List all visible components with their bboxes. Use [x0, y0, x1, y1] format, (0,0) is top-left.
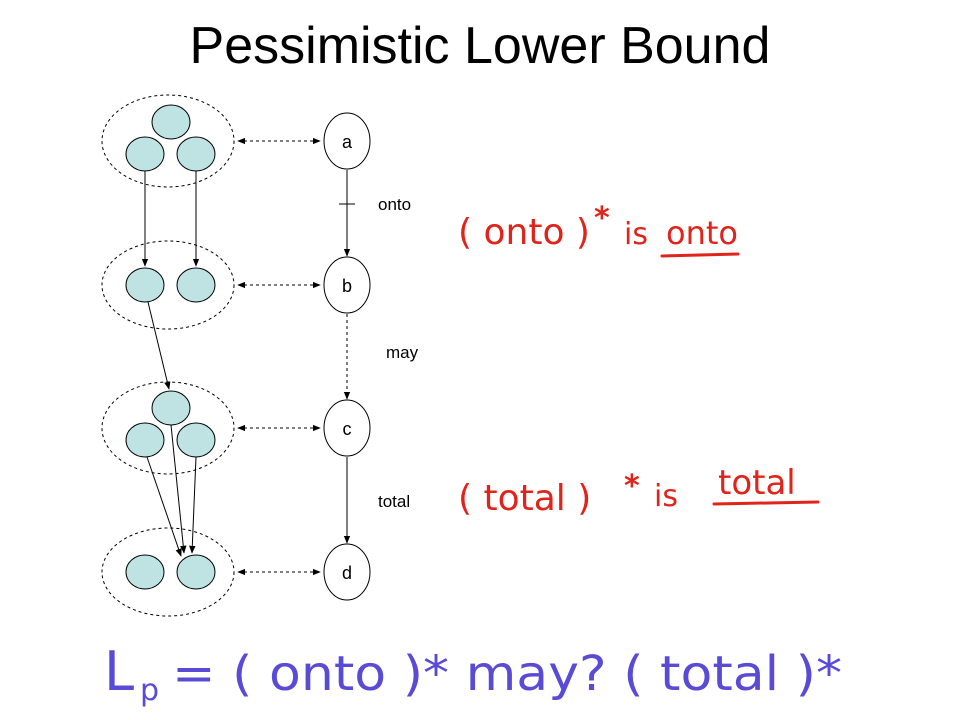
onto-annotation-is: is — [624, 217, 648, 252]
formula-subscript: p — [140, 673, 159, 708]
total-underline — [712, 500, 820, 506]
state-circle — [125, 136, 165, 172]
formula-body: = ( onto )* may? ( total )* — [172, 646, 842, 702]
state-circle — [176, 554, 216, 590]
node-label-c: c — [343, 419, 352, 439]
node-label-b: b — [342, 276, 352, 296]
group-ellipse-b — [101, 240, 235, 330]
concrete-edge — [170, 424, 187, 554]
concrete-edge — [147, 301, 171, 390]
onto-annotation-paren: ( onto ) — [458, 212, 590, 253]
state-circle — [151, 104, 191, 140]
state-circle — [125, 422, 165, 458]
total-annotation-is: is — [654, 479, 678, 514]
formula-annotation: L p = ( onto )* may? ( total )* — [104, 640, 842, 708]
node-label-d: d — [342, 563, 352, 583]
abstract-node-d — [323, 543, 371, 601]
formula-lhs: L — [104, 640, 134, 703]
group-ellipse-d — [101, 527, 235, 617]
edge-label-total: total — [378, 492, 410, 511]
concrete-edge — [146, 456, 182, 557]
slide-title: Pessimistic Lower Bound — [189, 17, 771, 75]
concrete-edge — [189, 456, 197, 554]
edge-label-may: may — [386, 343, 419, 362]
state-circle — [125, 267, 165, 303]
state-circle — [176, 267, 216, 303]
state-circle — [176, 136, 216, 172]
edge-label-onto: onto — [378, 195, 411, 214]
abstract-node-b — [323, 256, 371, 314]
onto-annotation-word: onto — [666, 214, 738, 252]
total-annotation-word: total — [718, 463, 796, 503]
state-circle — [176, 422, 216, 458]
abstract-node-c — [323, 399, 371, 457]
group-ellipse-a — [101, 94, 235, 188]
node-label-a: a — [342, 132, 353, 152]
onto-annotation: ( onto ) * is onto — [458, 201, 740, 258]
state-circle — [151, 390, 191, 426]
state-circle — [125, 554, 165, 590]
onto-annotation-star: * — [594, 201, 610, 236]
abstract-node-a — [323, 112, 371, 170]
total-annotation-star: * — [624, 469, 640, 504]
total-annotation-paren: ( total ) — [458, 478, 591, 519]
total-annotation: ( total ) * is total — [458, 463, 820, 519]
onto-underline — [660, 252, 740, 258]
